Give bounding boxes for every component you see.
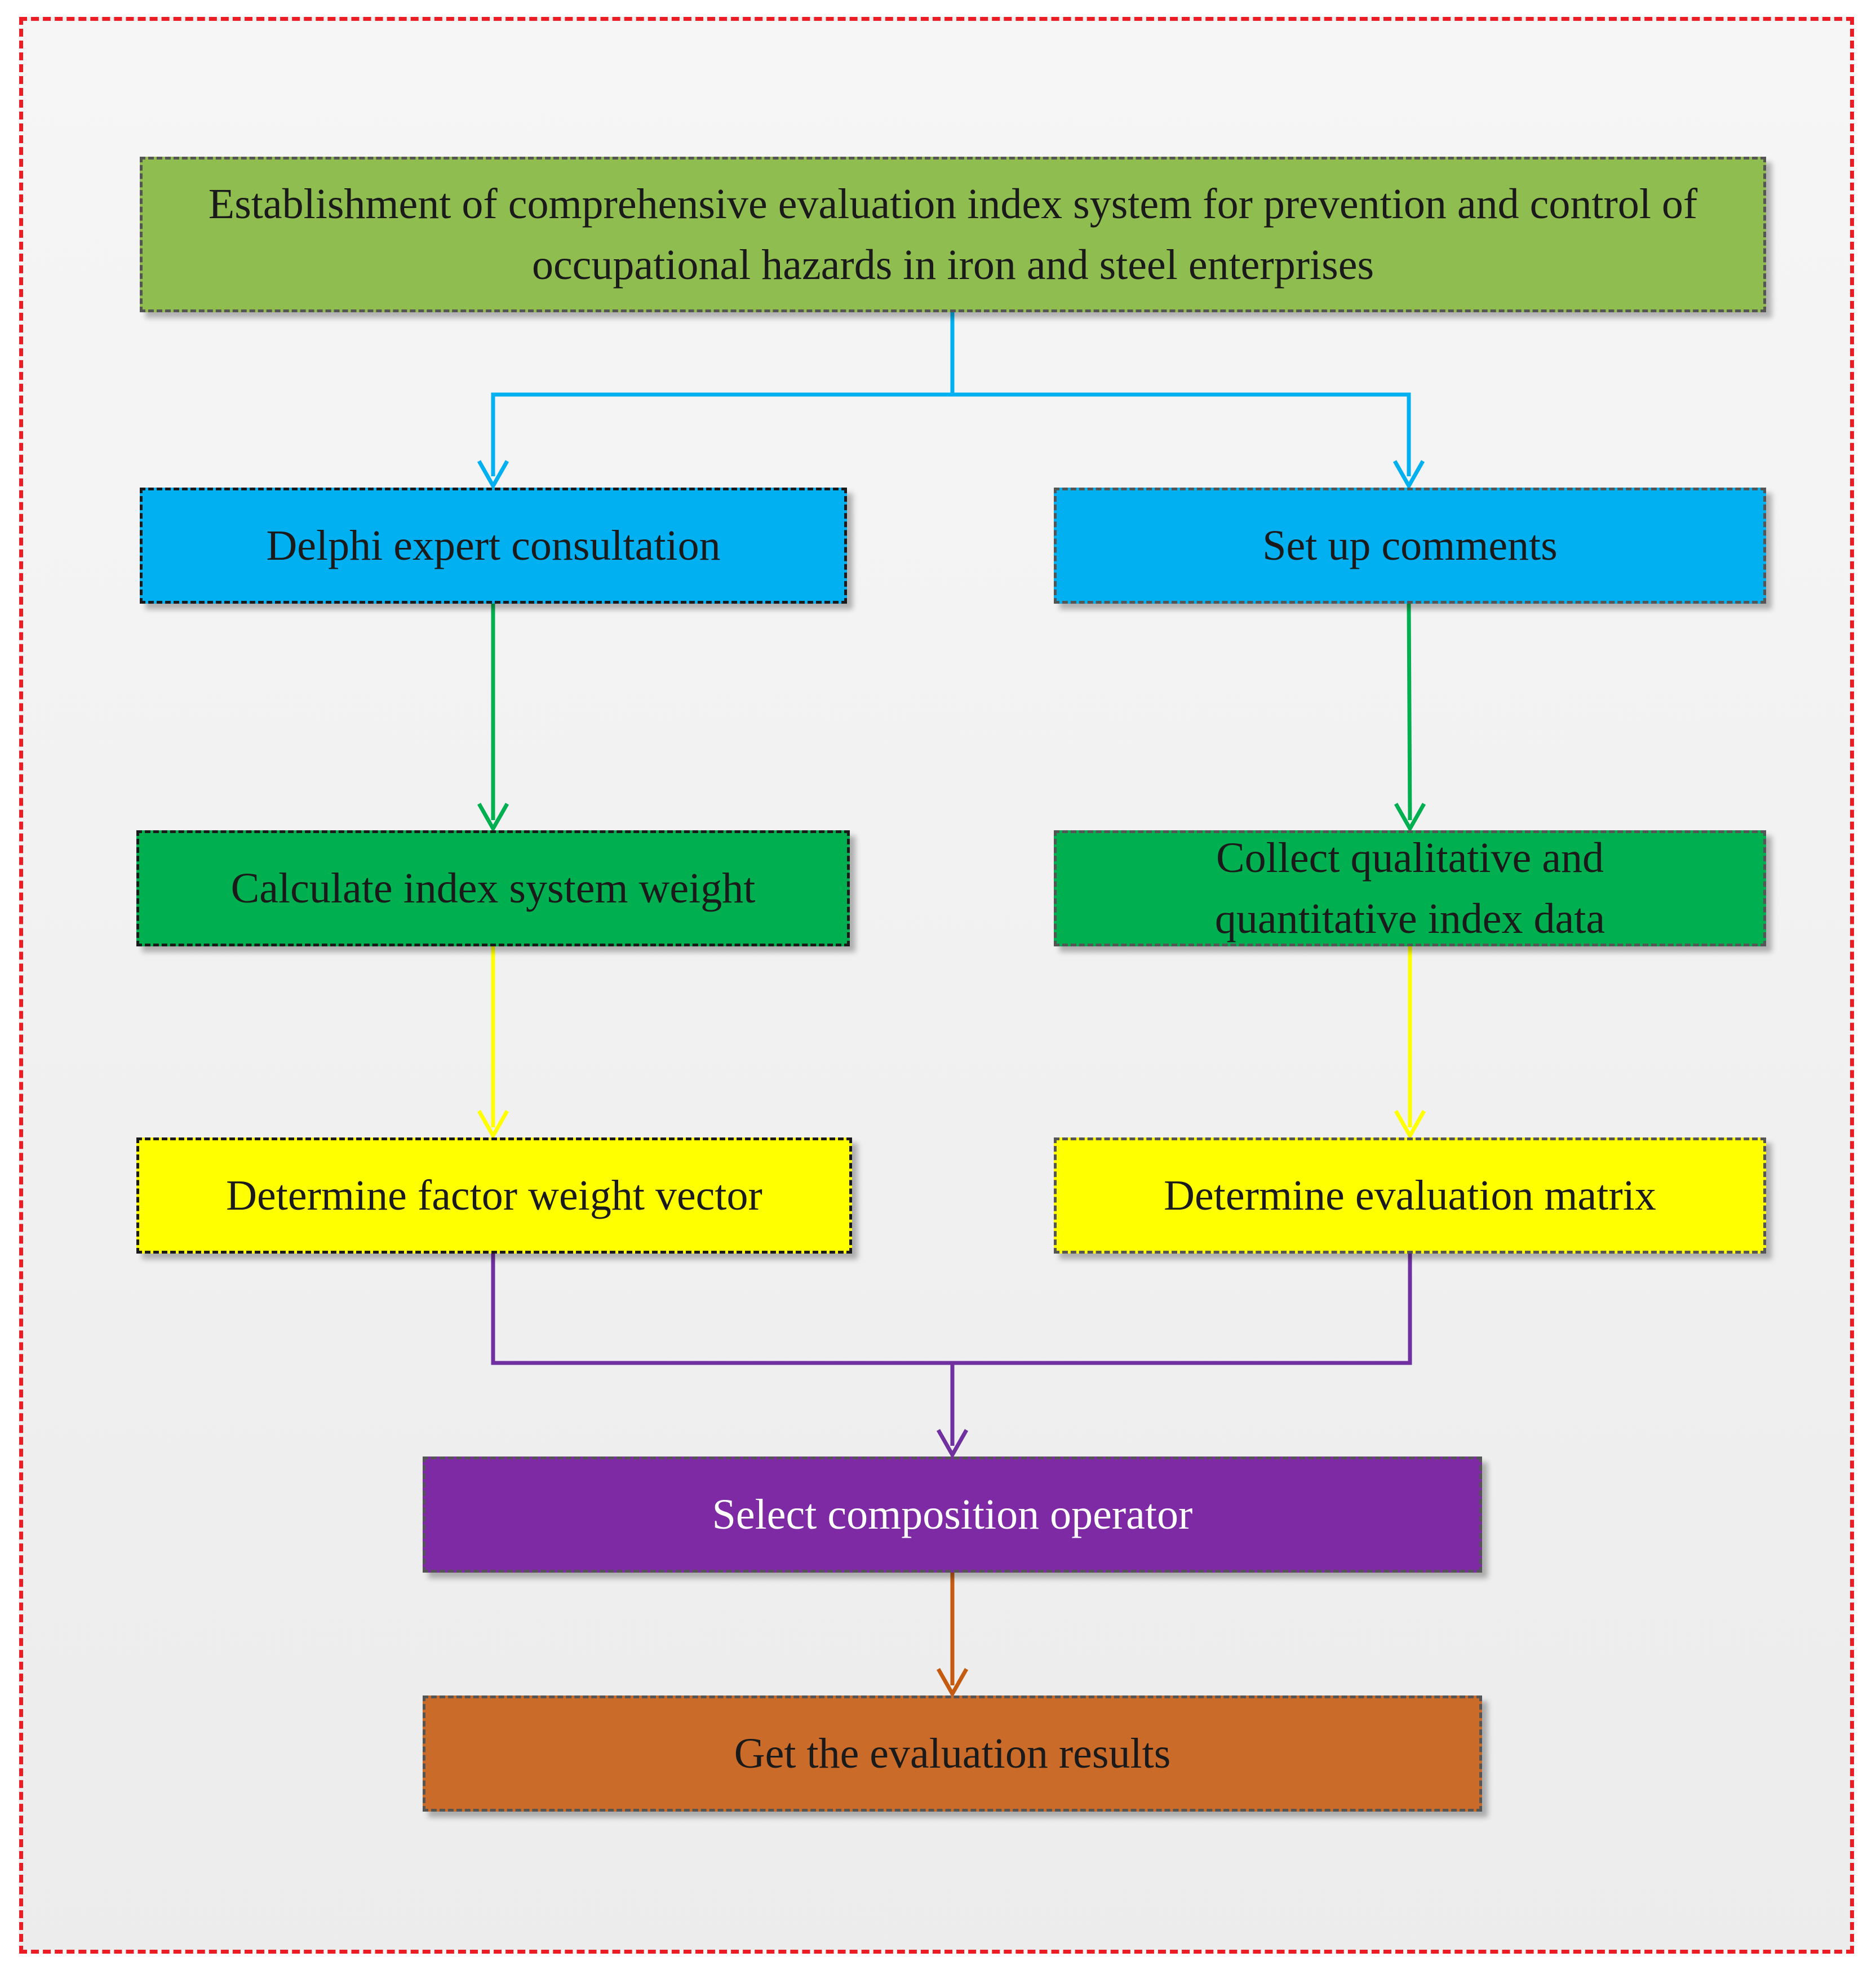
node-results-label: Get the evaluation results bbox=[734, 1730, 1171, 1777]
node-determine-evaluation-matrix: Determine evaluation matrix bbox=[1054, 1137, 1766, 1254]
node-collect-index-data: Collect qualitative and quantitative ind… bbox=[1054, 830, 1766, 946]
node-establish-index-system: Establishment of comprehensive evaluatio… bbox=[140, 157, 1766, 312]
node-collect-label: Collect qualitative and quantitative ind… bbox=[1214, 834, 1606, 942]
node-select-composition-operator: Select composition operator bbox=[423, 1457, 1482, 1573]
node-delphi-label: Delphi expert consultation bbox=[266, 522, 721, 569]
node-set-up-comments: Set up comments bbox=[1054, 488, 1766, 604]
node-get-evaluation-results: Get the evaluation results bbox=[423, 1695, 1482, 1812]
node-calculate-label: Calculate index system weight bbox=[230, 865, 756, 912]
node-delphi-expert-consultation: Delphi expert consultation bbox=[140, 488, 847, 604]
node-factor-label: Determine factor weight vector bbox=[226, 1172, 762, 1219]
node-compose-label: Select composition operator bbox=[712, 1491, 1193, 1538]
node-calculate-index-weight: Calculate index system weight bbox=[136, 830, 850, 946]
node-comments-label: Set up comments bbox=[1262, 522, 1558, 569]
node-establish-label: Establishment of comprehensive evaluatio… bbox=[208, 180, 1698, 289]
node-determine-factor-weight-vector: Determine factor weight vector bbox=[136, 1137, 852, 1254]
node-matrix-label: Determine evaluation matrix bbox=[1164, 1172, 1656, 1219]
